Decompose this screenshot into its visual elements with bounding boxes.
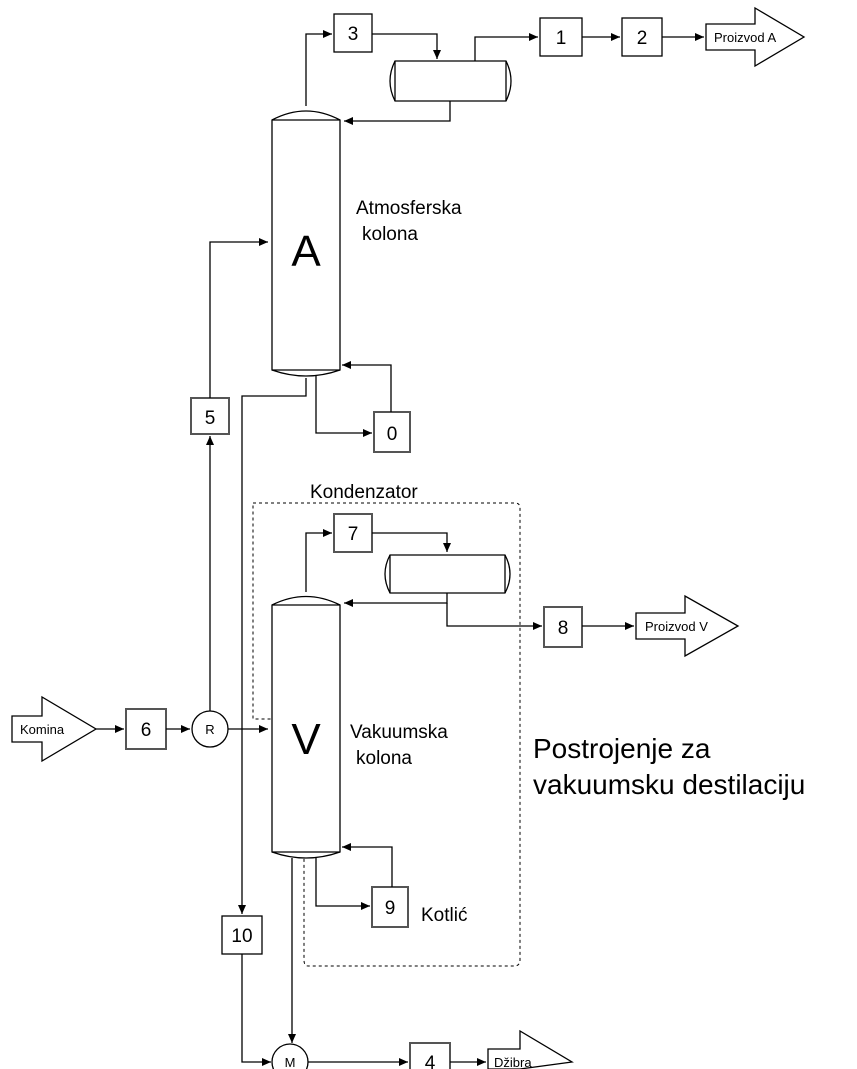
reflux-drum-a	[389, 60, 512, 102]
svg-text:R: R	[205, 722, 214, 737]
column-v-letter: V	[291, 715, 321, 764]
column-a-label-line2: kolona	[362, 224, 418, 245]
feed-arrow: Komina	[11, 695, 98, 763]
svg-text:Proizvod V: Proizvod V	[645, 619, 708, 634]
box-8	[543, 606, 583, 648]
svg-text:Džibra: Džibra	[494, 1055, 532, 1069]
reflux-drum-v	[384, 554, 511, 594]
plant-title-line1: Postrojenje za	[533, 733, 711, 764]
product-a-arrow: Proizvod A	[705, 6, 806, 68]
box-5	[190, 397, 230, 435]
box-7	[333, 513, 373, 553]
atmospheric-column: A	[271, 110, 341, 377]
column-a-letter: A	[291, 227, 321, 276]
box-10-label: 10	[231, 926, 252, 947]
box-9-label: 9	[385, 898, 396, 919]
box-8-label: 8	[558, 618, 569, 639]
residue-arrow: Džibra	[487, 1029, 574, 1069]
condenser-label: Kondenzator	[310, 482, 418, 503]
box-5-label: 5	[205, 408, 216, 429]
box-10	[221, 915, 263, 955]
box-2	[621, 17, 663, 57]
vacuum-column: V	[271, 595, 341, 859]
reboiler-label: Kotlić	[421, 905, 467, 926]
box-7-label: 7	[348, 524, 359, 545]
column-v-label-line1: Vakuumska	[350, 722, 448, 743]
product-v-arrow: Proizvod V	[635, 594, 740, 658]
box-2-label: 2	[637, 28, 648, 49]
box-0	[373, 411, 411, 453]
mixer-circle: M	[271, 1043, 309, 1069]
box-1-label: 1	[556, 28, 567, 49]
reactor-circle: R	[191, 710, 229, 748]
column-a-label-line1: Atmosferska	[356, 198, 462, 219]
column-v-label-line2: kolona	[356, 748, 412, 769]
svg-text:Komina: Komina	[20, 722, 65, 737]
plant-title-line2: vakuumsku destilaciju	[533, 769, 805, 800]
box-3-label: 3	[348, 24, 359, 45]
box-6-label: 6	[141, 720, 152, 741]
box-4-label: 4	[425, 1053, 436, 1069]
box-9	[371, 886, 409, 928]
box-3	[333, 13, 373, 53]
svg-text:Proizvod A: Proizvod A	[714, 30, 776, 45]
svg-text:M: M	[285, 1055, 296, 1069]
box-0-label: 0	[387, 424, 398, 445]
